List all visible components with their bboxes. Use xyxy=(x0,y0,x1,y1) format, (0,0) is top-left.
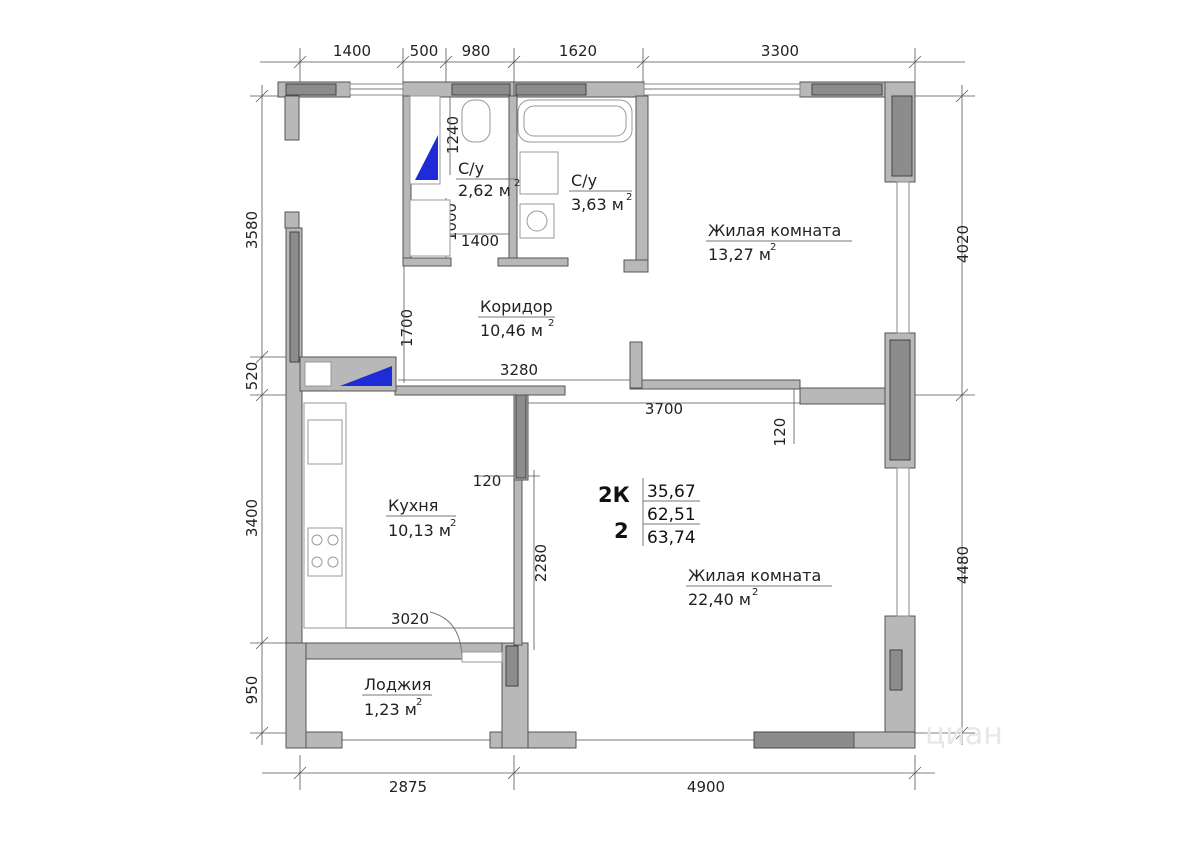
dim-right-2: 4480 xyxy=(954,546,972,584)
dim-top-1: 1400 xyxy=(333,42,371,60)
room-loggia-name: Лоджия xyxy=(364,675,431,694)
dim-kitchen-door: 2280 xyxy=(532,544,550,582)
dim-left-1: 3580 xyxy=(243,211,261,249)
toilet xyxy=(461,99,491,143)
dim-kitchen-width: 3020 xyxy=(391,610,429,628)
room-kitchen-area: 10,13 м xyxy=(388,521,451,540)
walls xyxy=(277,81,916,749)
dim-top-5: 3300 xyxy=(761,42,799,60)
washing-machine xyxy=(519,203,555,239)
room-loggia-sup: 2 xyxy=(416,697,422,708)
dim-room1-wall: 120 xyxy=(771,418,789,447)
room-bath1-area: 2,62 м xyxy=(458,181,511,200)
room-bath2-area: 3,63 м xyxy=(571,195,624,214)
apartment-rooms-count: 2 xyxy=(614,519,629,543)
stove xyxy=(307,527,343,577)
room-corridor-name: Коридор xyxy=(480,297,553,316)
dimension-labels: 1400 500 980 1620 3300 2875 4900 3580 52… xyxy=(243,42,972,796)
living-area: 35,67 xyxy=(647,482,696,502)
dim-right-1: 4020 xyxy=(954,225,972,263)
dim-room1-width: 3700 xyxy=(645,400,683,418)
dim-corridor-width: 3280 xyxy=(500,361,538,379)
dimension-lines xyxy=(250,48,975,790)
room-corridor-area: 10,46 м xyxy=(480,321,543,340)
room-bath1-name: С/у xyxy=(458,159,484,178)
kitchen-sink xyxy=(307,419,343,465)
room-living2-name: Жилая комната xyxy=(688,566,821,585)
room-loggia-area: 1,23 м xyxy=(364,700,417,719)
dim-bottom-2: 4900 xyxy=(687,778,725,796)
fixtures xyxy=(303,95,633,663)
dim-bath1-width: 1400 xyxy=(461,232,499,250)
room-bath2-sup: 2 xyxy=(626,192,632,203)
watermark: циан xyxy=(925,717,1003,752)
dim-bottom-1: 2875 xyxy=(389,778,427,796)
dim-left-4: 950 xyxy=(243,676,261,705)
room-living1-area: 13,27 м xyxy=(708,245,771,264)
total-area: 62,51 xyxy=(647,505,696,525)
room-kitchen-name: Кухня xyxy=(388,496,438,515)
dim-kitchen-wall: 120 xyxy=(473,472,502,490)
room-labels: С/у 2,62 м 2 С/у 3,63 м 2 Жилая комната … xyxy=(362,159,852,719)
apartment-summary: 2К 2 35,67 62,51 63,74 xyxy=(598,478,700,548)
dim-corridor-height: 1700 xyxy=(398,309,416,347)
room-bath2-name: С/у xyxy=(571,171,597,190)
room-bath1-sup: 2 xyxy=(514,178,520,189)
dim-bath1-height: 1240 xyxy=(444,116,462,154)
room-living1-sup: 2 xyxy=(770,242,776,253)
dim-left-3: 3400 xyxy=(243,499,261,537)
room-living2-sup: 2 xyxy=(752,587,758,598)
dim-top-2: 500 xyxy=(410,42,439,60)
room-kitchen-sup: 2 xyxy=(450,518,456,529)
room-living2-area: 22,40 м xyxy=(688,590,751,609)
room-living1-name: Жилая комната xyxy=(708,221,841,240)
total-area-with-loggia: 63,74 xyxy=(647,528,696,548)
sink xyxy=(519,151,559,195)
dim-left-2: 520 xyxy=(243,362,261,391)
room-corridor-sup: 2 xyxy=(548,318,554,329)
apartment-type: 2К xyxy=(598,483,630,507)
dim-top-4: 1620 xyxy=(559,42,597,60)
windows xyxy=(342,83,910,741)
dim-top-3: 980 xyxy=(462,42,491,60)
